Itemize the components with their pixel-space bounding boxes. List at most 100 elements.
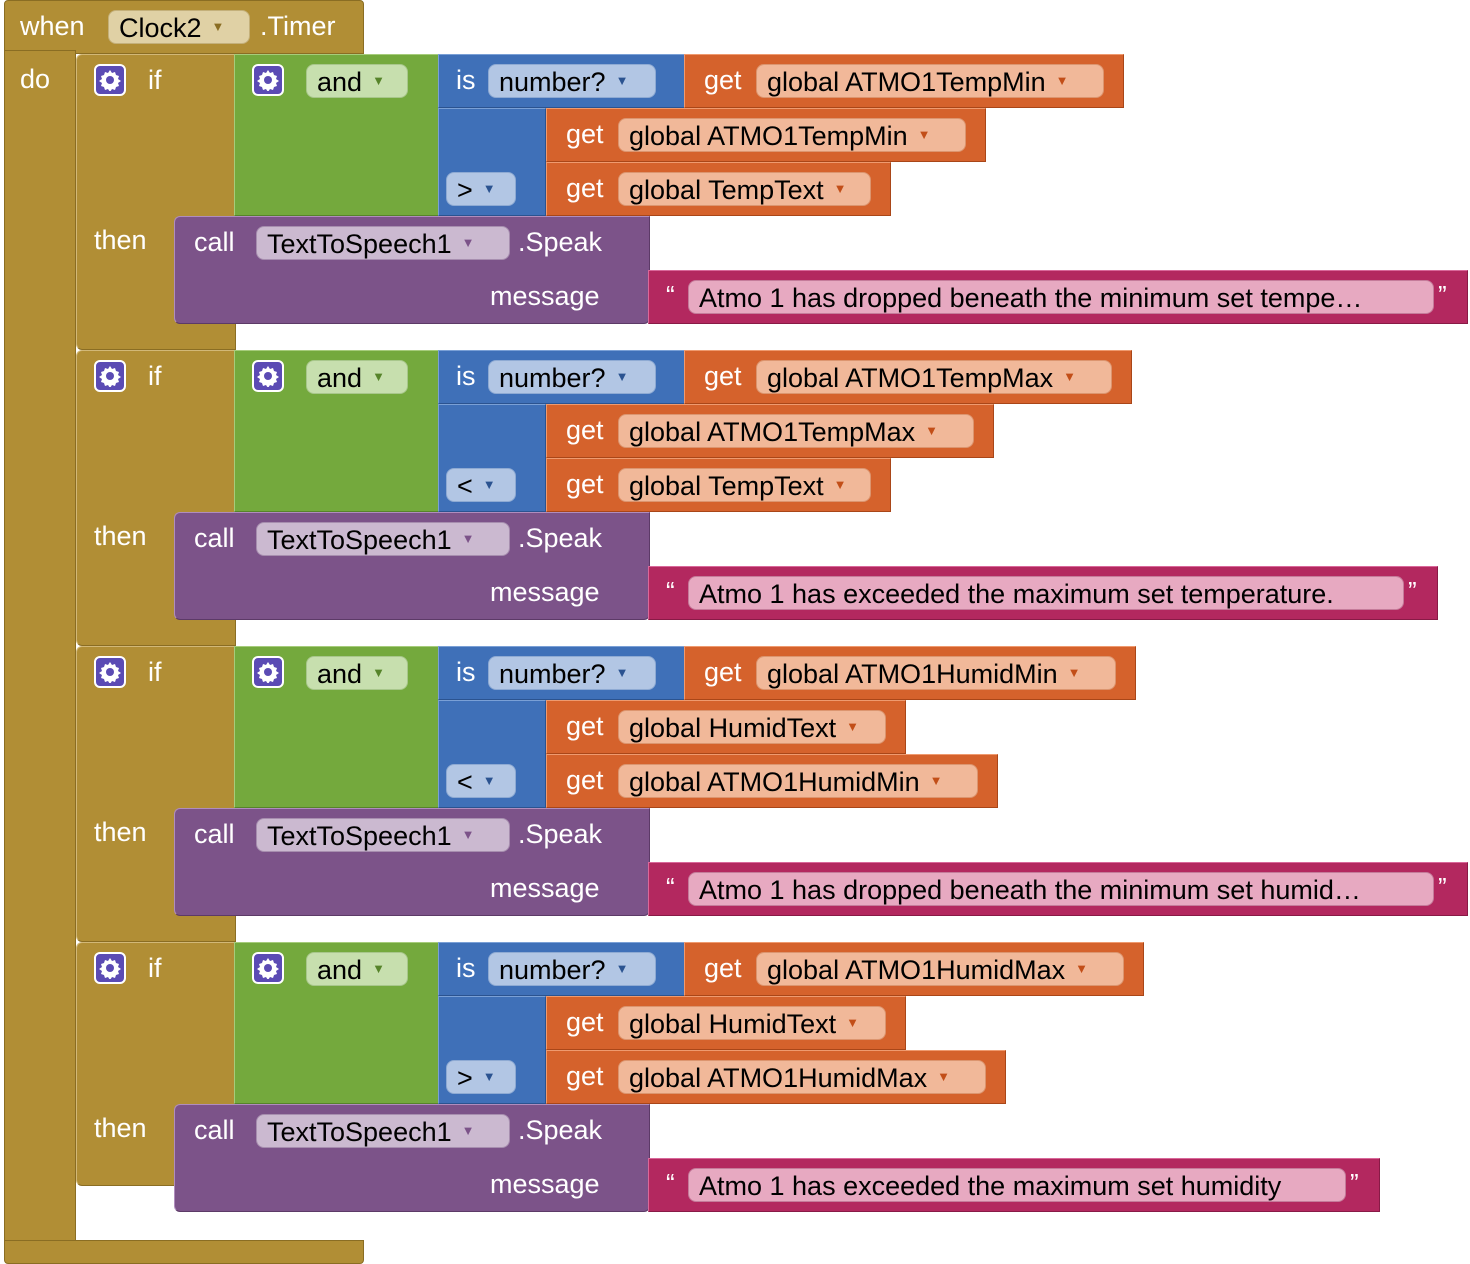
mutator-gear-icon[interactable]	[94, 360, 126, 392]
get-label: get	[566, 711, 604, 741]
quote-close-icon: ”	[1438, 280, 1447, 310]
compare-operator-dropdown[interactable]: >▼	[446, 1060, 516, 1094]
message-param-label: message	[490, 281, 600, 311]
compare-operator-dropdown[interactable]: >▼	[446, 172, 516, 206]
chevron-down-icon: ▼	[372, 72, 385, 88]
component-dropdown-clock2[interactable]: Clock2▼	[108, 10, 250, 44]
get-label: get	[566, 173, 604, 203]
variable-name-dropdown[interactable]: global ATMO1HumidMax▼	[756, 952, 1124, 986]
message-param-label: message	[490, 1169, 600, 1199]
message-text-field[interactable]: Atmo 1 has dropped beneath the minimum s…	[688, 280, 1434, 314]
quote-close-icon: ”	[1350, 1168, 1359, 1198]
and-operator-dropdown[interactable]: and▼	[306, 952, 408, 986]
then-label: then	[94, 817, 147, 847]
component-dropdown-texttospeech[interactable]: TextToSpeech1▼	[256, 1114, 510, 1148]
variable-name-dropdown[interactable]: global ATMO1TempMin▼	[618, 118, 966, 152]
get-label: get	[566, 415, 604, 445]
quote-open-icon: “	[666, 576, 675, 606]
get-label: get	[566, 1007, 604, 1037]
event-block-left-rail	[4, 50, 76, 1250]
and-operator-dropdown[interactable]: and▼	[306, 656, 408, 690]
mutator-gear-icon[interactable]	[252, 360, 284, 392]
message-text-field[interactable]: Atmo 1 has exceeded the maximum set humi…	[688, 1168, 1346, 1202]
mutator-gear-icon[interactable]	[252, 64, 284, 96]
chevron-down-icon: ▼	[615, 368, 629, 384]
number-type-dropdown[interactable]: number?▼	[488, 64, 656, 98]
variable-name-dropdown[interactable]: global ATMO1TempMin▼	[756, 64, 1104, 98]
method-label: .Speak	[518, 523, 603, 553]
and-operator-dropdown[interactable]: and▼	[306, 64, 408, 98]
variable-name-dropdown[interactable]: global ATMO1HumidMin▼	[756, 656, 1116, 690]
get-label: get	[566, 469, 604, 499]
get-label: get	[566, 765, 604, 795]
mutator-gear-icon[interactable]	[252, 656, 284, 688]
variable-name-dropdown[interactable]: global ATMO1TempMax▼	[756, 360, 1112, 394]
chevron-down-icon: ▼	[1067, 664, 1081, 680]
chevron-down-icon: ▼	[1075, 960, 1088, 976]
then-label: then	[94, 225, 147, 255]
do-label: do	[20, 64, 51, 94]
variable-name-dropdown[interactable]: global ATMO1HumidMax▼	[618, 1060, 986, 1094]
mutator-gear-icon[interactable]	[94, 64, 126, 96]
if-label: if	[148, 953, 162, 983]
variable-name-dropdown[interactable]: global TempText▼	[618, 468, 871, 502]
if-label: if	[148, 361, 162, 391]
get-label: get	[704, 65, 742, 95]
get-label: get	[566, 119, 604, 149]
quote-open-icon: “	[666, 872, 675, 902]
component-dropdown-texttospeech[interactable]: TextToSpeech1▼	[256, 818, 510, 852]
message-text-field[interactable]: Atmo 1 has exceeded the maximum set temp…	[688, 576, 1404, 610]
is-label: is	[456, 361, 476, 391]
chevron-down-icon: ▼	[615, 72, 629, 88]
number-type-dropdown[interactable]: number?▼	[488, 952, 656, 986]
variable-name-dropdown[interactable]: global ATMO1HumidMin▼	[618, 764, 978, 798]
event-block-footer	[4, 1240, 364, 1264]
chevron-down-icon: ▼	[461, 1122, 475, 1138]
chevron-down-icon: ▼	[461, 826, 475, 842]
call-label: call	[194, 1115, 235, 1145]
number-type-dropdown[interactable]: number?▼	[488, 656, 656, 690]
get-label: get	[566, 1061, 604, 1091]
then-label: then	[94, 521, 147, 551]
chevron-down-icon: ▼	[482, 180, 496, 196]
if-label: if	[148, 657, 162, 687]
chevron-down-icon: ▼	[937, 1068, 950, 1084]
call-speak-block[interactable]	[174, 216, 650, 324]
variable-name-dropdown[interactable]: global HumidText▼	[618, 1006, 886, 1040]
compare-operator-dropdown[interactable]: <▼	[446, 468, 516, 502]
if-label: if	[148, 65, 162, 95]
and-operator-dropdown[interactable]: and▼	[306, 360, 408, 394]
chevron-down-icon: ▼	[833, 476, 847, 492]
compare-operator-dropdown[interactable]: <▼	[446, 764, 516, 798]
quote-close-icon: ”	[1438, 872, 1447, 902]
quote-open-icon: “	[666, 280, 675, 310]
call-label: call	[194, 227, 235, 257]
mutator-gear-icon[interactable]	[94, 952, 126, 984]
chevron-down-icon: ▼	[833, 180, 847, 196]
variable-name-dropdown[interactable]: global HumidText▼	[618, 710, 886, 744]
is-label: is	[456, 657, 476, 687]
method-label: .Speak	[518, 1115, 603, 1145]
component-dropdown-texttospeech[interactable]: TextToSpeech1▼	[256, 226, 510, 260]
event-name-label: .Timer	[260, 11, 336, 41]
component-dropdown-texttospeech[interactable]: TextToSpeech1▼	[256, 522, 510, 556]
get-label: get	[704, 953, 742, 983]
chevron-down-icon: ▼	[461, 234, 475, 250]
chevron-down-icon: ▼	[372, 664, 385, 680]
mutator-gear-icon[interactable]	[252, 952, 284, 984]
call-label: call	[194, 523, 235, 553]
variable-name-dropdown[interactable]: global ATMO1TempMax▼	[618, 414, 974, 448]
variable-name-dropdown[interactable]: global TempText▼	[618, 172, 871, 206]
chevron-down-icon: ▼	[372, 368, 385, 384]
mutator-gear-icon[interactable]	[94, 656, 126, 688]
chevron-down-icon: ▼	[482, 1068, 496, 1084]
method-label: .Speak	[518, 227, 603, 257]
number-type-dropdown[interactable]: number?▼	[488, 360, 656, 394]
chevron-down-icon: ▼	[482, 476, 496, 492]
chevron-down-icon: ▼	[461, 530, 475, 546]
quote-open-icon: “	[666, 1168, 675, 1198]
chevron-down-icon: ▼	[1055, 72, 1069, 88]
quote-close-icon: ”	[1408, 576, 1417, 606]
chevron-down-icon: ▼	[615, 960, 629, 976]
message-text-field[interactable]: Atmo 1 has dropped beneath the minimum s…	[688, 872, 1434, 906]
